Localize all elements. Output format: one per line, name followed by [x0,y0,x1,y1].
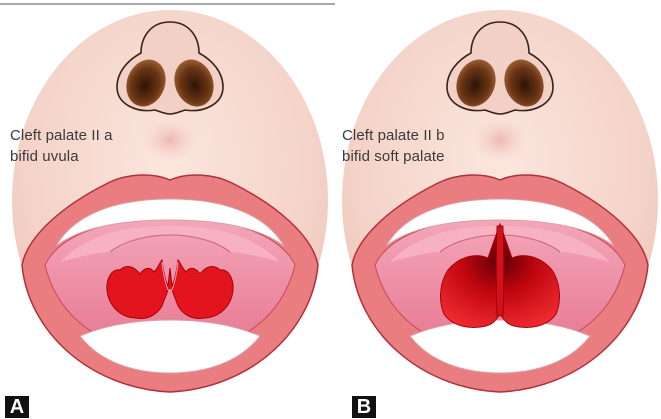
caption-panel-b: Cleft palate II b bifid soft palate [342,125,445,167]
caption-line-1: Cleft palate II a [10,125,113,146]
caption-line-2: bifid soft palate [342,146,445,167]
caption-panel-a: Cleft palate II a bifid uvula [10,125,113,167]
caption-line-2: bifid uvula [10,146,113,167]
panel-b [342,10,658,392]
panel-letter-a: A [5,396,29,418]
caption-line-1: Cleft palate II b [342,125,445,146]
panel-letter-b: B [352,396,376,418]
panel-a [12,10,328,392]
soft-palate-median-strip [496,226,504,316]
